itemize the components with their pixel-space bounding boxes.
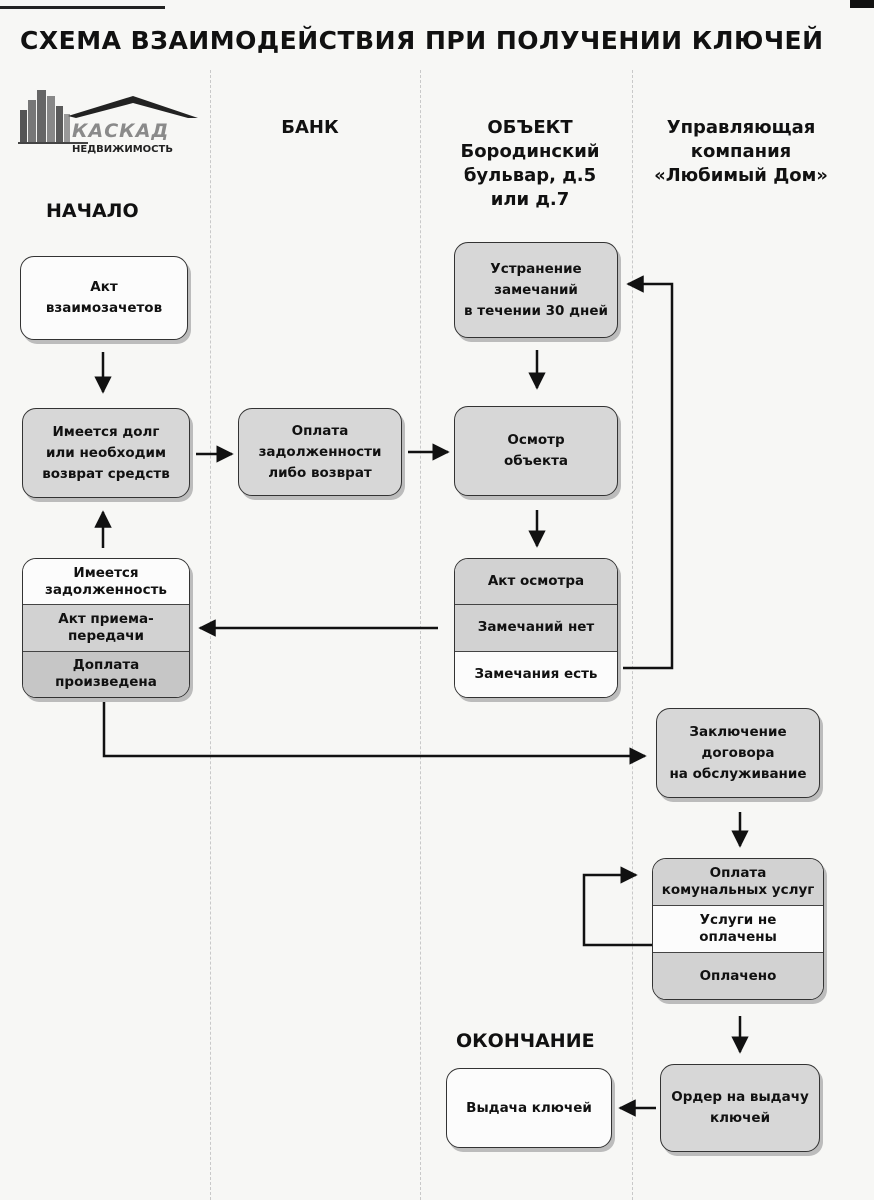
inspection-act-header: Акт осмотра (455, 559, 617, 605)
column-header-object: ОБЪЕКТ Бородинский бульвар, д.5 или д.7 (430, 116, 630, 212)
node-text: Ордер на выдачу (671, 1089, 809, 1105)
top-edge-line (0, 6, 165, 9)
logo-subtitle: НЕДВИЖИМОСТЬ (72, 144, 173, 155)
node-text: Оплата (291, 422, 349, 439)
node-text: задолженности (258, 443, 382, 460)
node-text: замечаний (494, 281, 578, 298)
node-service-contract: Заключение договора на обслуживание (656, 708, 820, 798)
node-text: Осмотр (507, 432, 565, 448)
company-header-line: компания (690, 141, 792, 162)
node-text: договора (701, 744, 775, 761)
arrow-unpaid-loop (582, 866, 652, 947)
company-header-line: «Любимый Дом» (654, 165, 828, 186)
node-text: взаимозачетов (45, 300, 163, 316)
page-title: СХЕМА ВЗАИМОДЕЙСТВИЯ ПРИ ПОЛУЧЕНИИ КЛЮЧЕ… (20, 26, 824, 55)
inspection-no-remarks: Замечаний нет (455, 604, 617, 651)
debt-state-transfer-act: Акт приема-передачи (23, 604, 189, 651)
node-inspection-act: Акт осмотра Замечаний нет Замечания есть (454, 558, 618, 698)
lane-divider (420, 70, 421, 1200)
utilities-paid: Оплачено (653, 952, 823, 999)
corner-mark (850, 0, 874, 8)
node-debt-check: Имеется долг или необходим возврат средс… (22, 408, 190, 498)
node-text: Заключение (689, 723, 787, 740)
end-label: ОКОНЧАНИЕ (456, 1030, 595, 1052)
node-text: в течении 30 дней (464, 302, 608, 319)
node-order: Ордер на выдачу ключей (660, 1064, 820, 1152)
company-header-line: Управляющая (666, 117, 816, 138)
column-header-company: Управляющая компания «Любимый Дом» (636, 116, 846, 188)
object-header-line: или д.7 (490, 189, 570, 210)
node-key-issue: Выдача ключей (446, 1068, 612, 1148)
inspection-has-remarks: Замечания есть (455, 650, 617, 697)
node-text: или необходим (45, 444, 167, 461)
arrow-paid-to-contract (102, 700, 647, 765)
node-inspection: Осмотр объекта (454, 406, 618, 496)
node-text: Устранение (490, 260, 582, 277)
node-bank-payment: Оплата задолженности либо возврат (238, 408, 402, 496)
node-text: Акт (90, 279, 118, 295)
node-text: объекта (503, 453, 569, 469)
company-logo (18, 90, 198, 144)
node-text: ключей (709, 1110, 771, 1126)
node-text: Имеется долг (52, 423, 160, 440)
object-header-line: бульвар, д.5 (463, 165, 597, 186)
object-header-line: Бородинский (460, 141, 600, 162)
node-text: на обслуживание (669, 765, 807, 782)
lane-divider (632, 70, 633, 1200)
logo-name: КАСКАД (72, 120, 170, 142)
node-act-mutual-settlement: Акт взаимозачетов (20, 256, 188, 340)
node-text: либо возврат (268, 464, 372, 481)
start-label: НАЧАЛО (46, 200, 139, 222)
node-text: возврат средств (42, 465, 170, 482)
column-header-bank: БАНК (281, 117, 339, 138)
arrow-remarks-loop (623, 275, 674, 670)
node-fix-remarks: Устранение замечаний в течении 30 дней (454, 242, 618, 338)
object-header-line: ОБЪЕКТ (487, 117, 573, 138)
utilities-unpaid: Услуги не оплачены (653, 905, 823, 952)
